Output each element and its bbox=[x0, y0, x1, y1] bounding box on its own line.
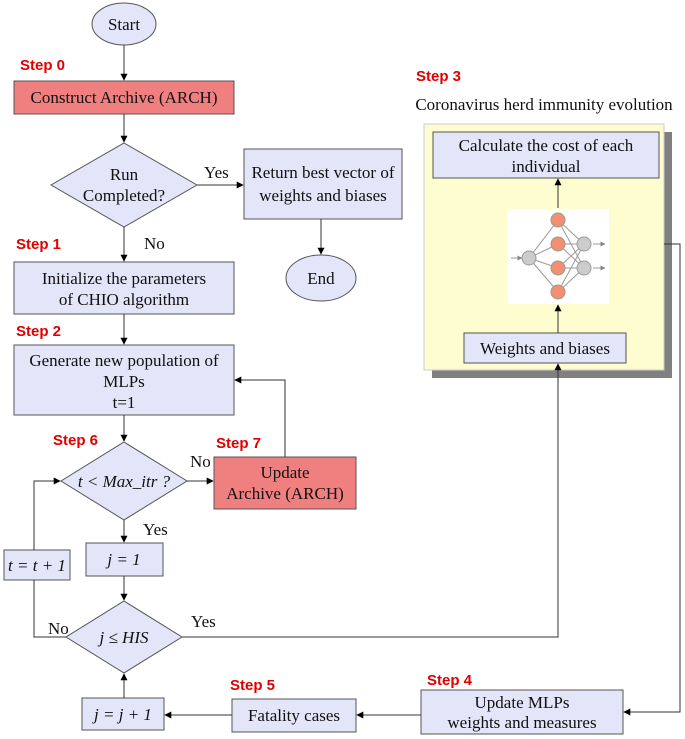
output-neuron-2 bbox=[576, 260, 592, 276]
edge-label-no-3: No bbox=[48, 619, 69, 638]
update-archive-line-1: Update bbox=[260, 463, 309, 482]
step-7-label: Step 7 bbox=[216, 435, 261, 452]
run-completed-diamond bbox=[49, 142, 199, 228]
step-4-label: Step 4 bbox=[427, 672, 473, 689]
weights-biases-box bbox=[463, 332, 627, 364]
run-completed-line-2: Completed? bbox=[83, 186, 165, 205]
step-3-label: Step 3 bbox=[416, 68, 461, 85]
edge-label-no-1: No bbox=[144, 234, 165, 253]
update-mlps-line-1: Update MLPs bbox=[475, 693, 570, 712]
return-best-box bbox=[243, 148, 403, 220]
edge-archive-to-generate bbox=[234, 376, 286, 457]
neural-network-illustration bbox=[507, 209, 609, 304]
start-label: Start bbox=[108, 15, 140, 34]
update-mlps-line-2: weights and measures bbox=[447, 713, 596, 732]
return-best-line-2: weights and biases bbox=[259, 186, 386, 205]
generate-line-1: Generate new population of bbox=[29, 351, 219, 370]
run-completed-line-1: Run bbox=[110, 165, 139, 184]
end-node bbox=[285, 254, 357, 302]
initialize-line-2: of CHIO algorithm bbox=[59, 290, 189, 309]
j-inc-box bbox=[81, 697, 165, 731]
j-init-box bbox=[85, 542, 164, 577]
hidden-neuron-4 bbox=[550, 284, 566, 300]
generate-line-3: t=1 bbox=[113, 393, 136, 412]
edge-label-no-2: No bbox=[190, 452, 211, 471]
step-5-label: Step 5 bbox=[230, 677, 275, 694]
j-init-label: j = 1 bbox=[105, 550, 140, 569]
hidden-neuron-1 bbox=[550, 212, 566, 228]
edge-label-yes-1: Yes bbox=[204, 163, 229, 182]
output-neuron-1 bbox=[576, 236, 592, 252]
fatality-box bbox=[231, 698, 357, 733]
update-mlps-box bbox=[420, 689, 624, 735]
j-inc-label: j = j + 1 bbox=[92, 705, 152, 724]
fatality-label: Fatality cases bbox=[248, 706, 340, 725]
calculate-cost-line-2: individual bbox=[512, 157, 581, 176]
step-1-label: Step 1 bbox=[16, 236, 61, 253]
hidden-neuron-2 bbox=[550, 236, 566, 252]
edge-tinc-to-maxitr bbox=[33, 477, 61, 550]
edge-label-yes-2: Yes bbox=[143, 520, 168, 539]
input-neuron bbox=[521, 250, 537, 266]
end-label: End bbox=[307, 269, 335, 288]
edge-label-yes-3: Yes bbox=[191, 612, 216, 631]
step-2-label: Step 2 bbox=[16, 323, 61, 340]
edge-jhis-no bbox=[33, 580, 66, 638]
return-best-line-1: Return best vector of bbox=[251, 163, 394, 182]
step-0-label: Step 0 bbox=[20, 57, 65, 74]
update-archive-line-2: Archive (ARCH) bbox=[226, 484, 344, 503]
calculate-cost-line-1: Calculate the cost of each bbox=[459, 136, 634, 155]
weights-biases-label: Weights and biases bbox=[480, 339, 610, 358]
t-inc-label: t = t + 1 bbox=[8, 556, 66, 575]
j-le-his-label: j ≤ HIS bbox=[98, 628, 149, 647]
update-archive-box bbox=[213, 456, 357, 510]
hidden-neuron-3 bbox=[550, 260, 566, 276]
j-le-his-diamond bbox=[65, 600, 183, 674]
initialize-line-1: Initialize the parameters bbox=[42, 269, 206, 288]
calculate-cost-box bbox=[432, 131, 660, 179]
edge-jhis-yes bbox=[182, 363, 562, 638]
t-inc-box bbox=[3, 549, 71, 581]
edge-panel-to-update-mlps bbox=[623, 243, 681, 716]
step-6-label: Step 6 bbox=[53, 432, 98, 449]
construct-archive-box bbox=[13, 80, 235, 115]
panel-title: Coronavirus herd immunity evolution bbox=[415, 95, 673, 114]
max-itr-label: t < Max_itr ? bbox=[78, 472, 171, 491]
generate-line-2: MLPs bbox=[103, 372, 145, 391]
construct-archive-label: Construct Archive (ARCH) bbox=[31, 88, 218, 107]
